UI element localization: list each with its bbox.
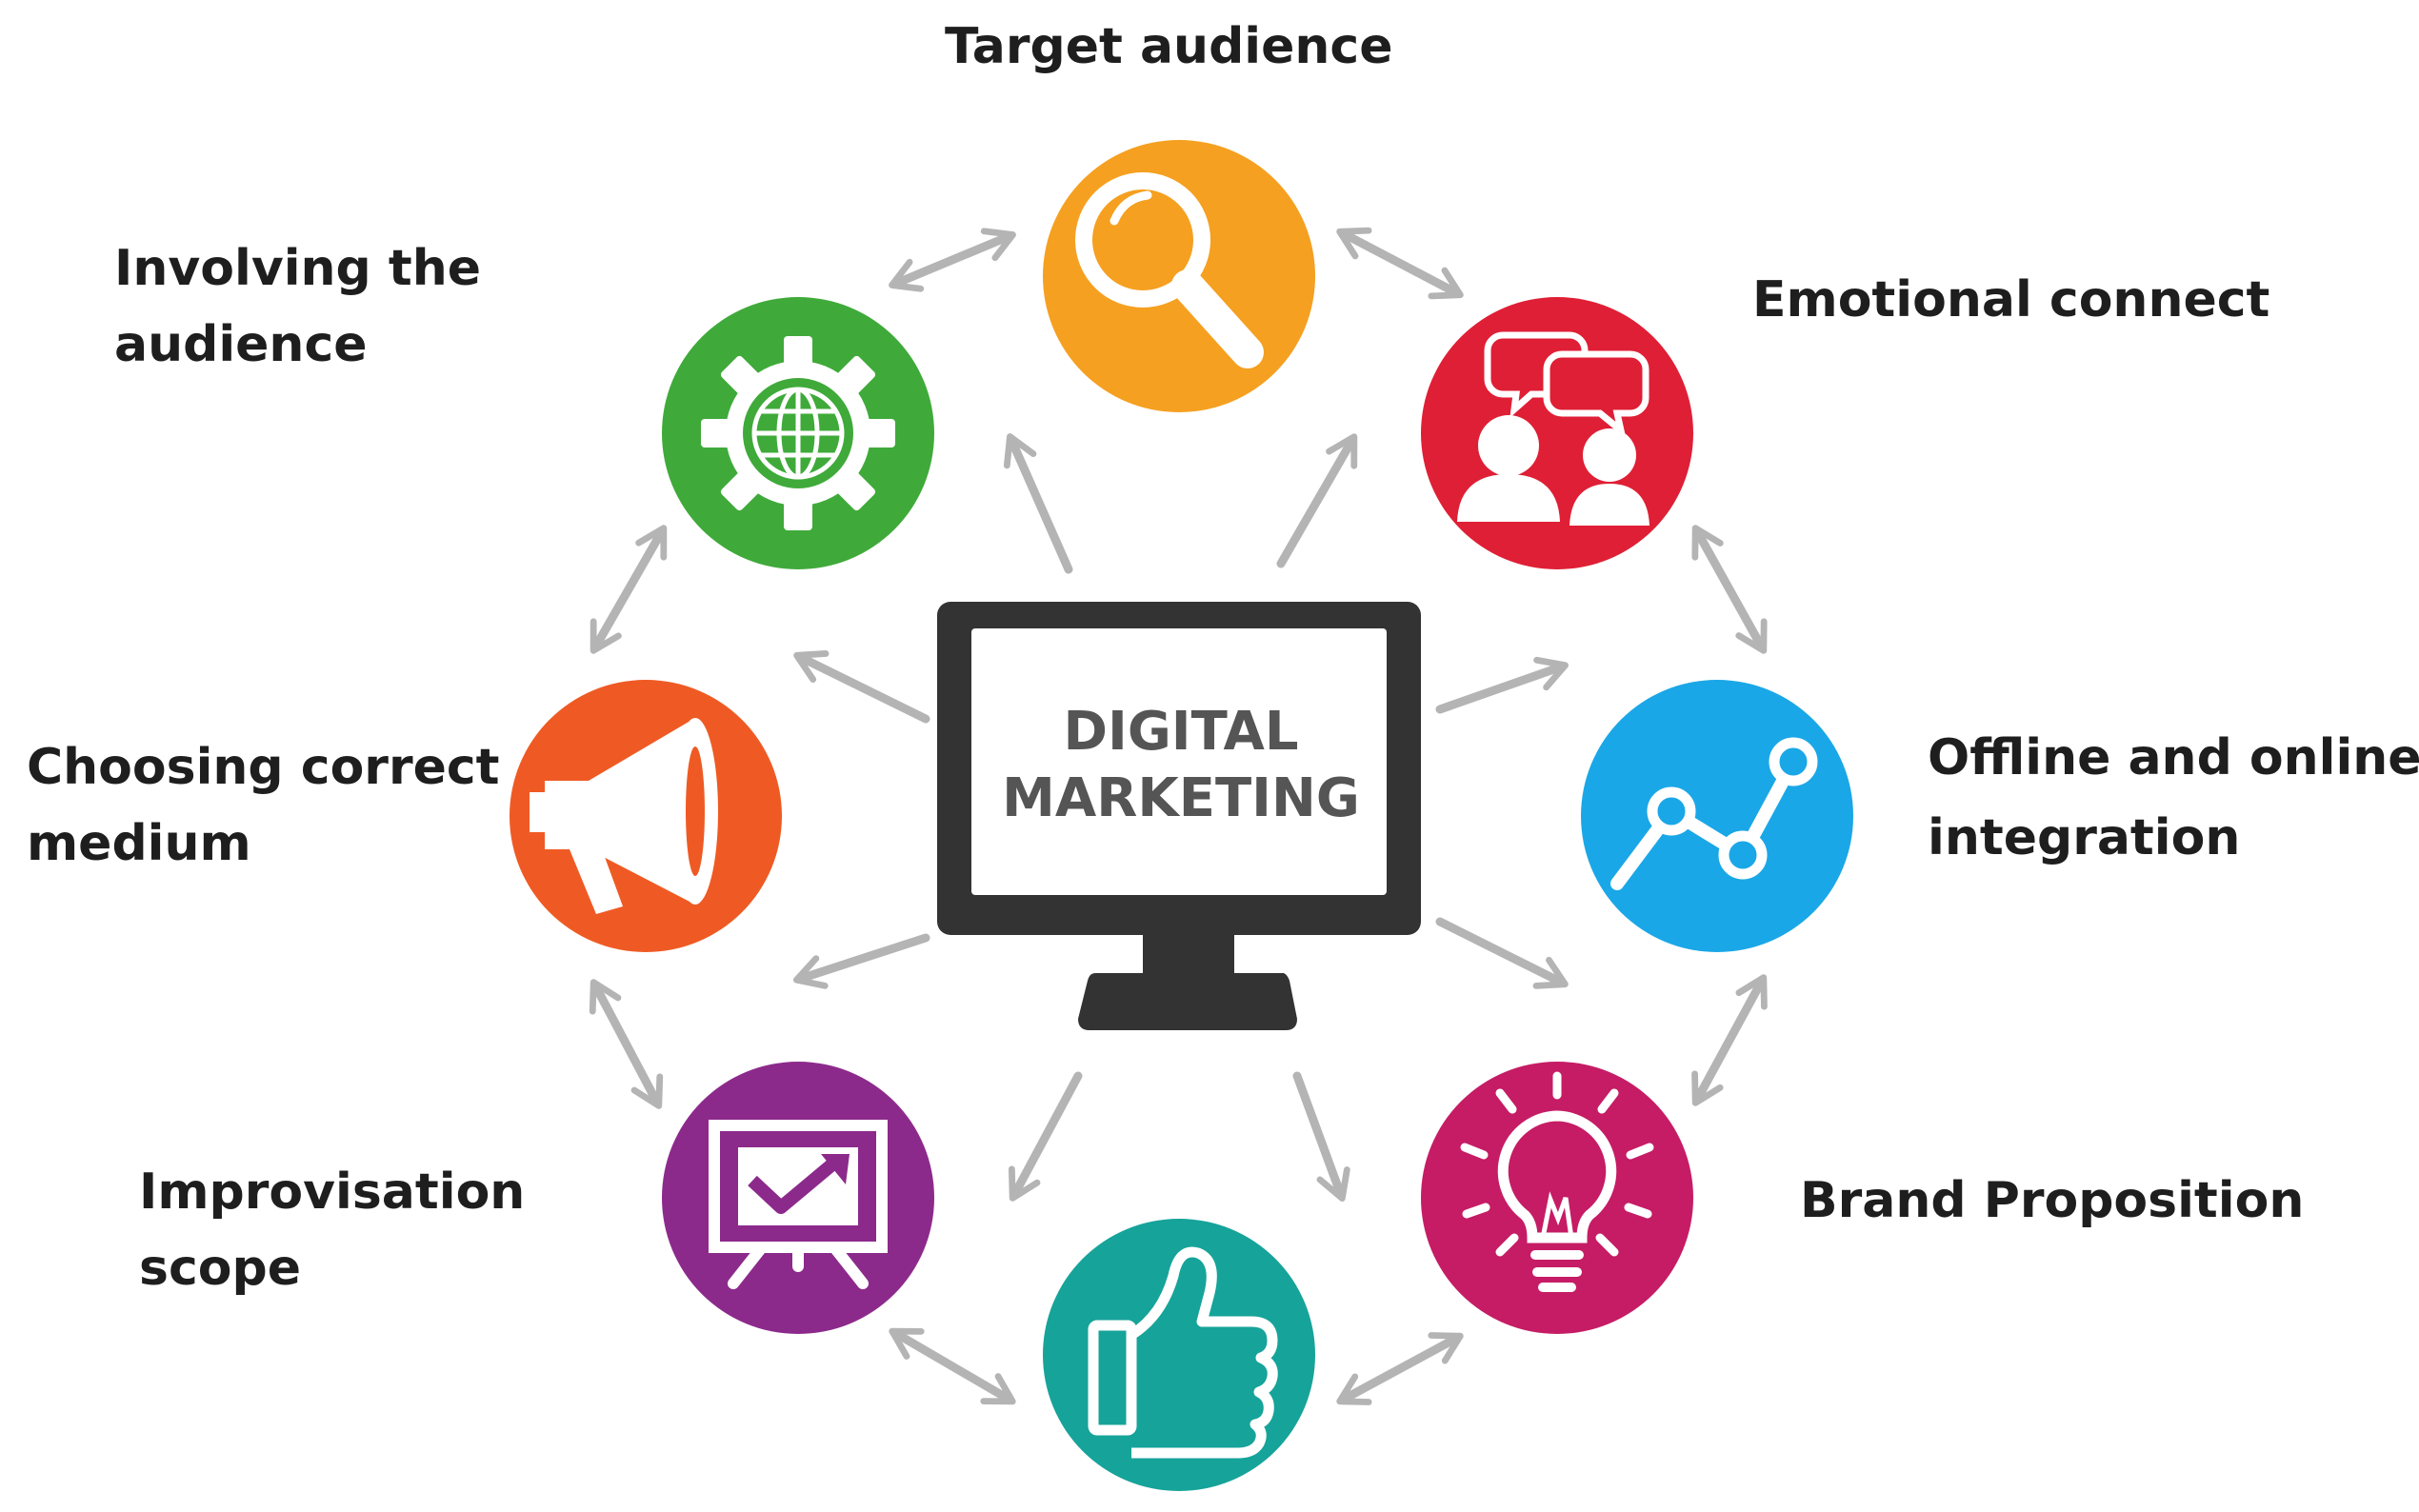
magnifier-icon — [1075, 172, 1264, 368]
node-circle-brand-proposition — [1421, 1062, 1693, 1334]
node-engagement — [1043, 1219, 1315, 1491]
node-choosing-medium — [510, 680, 782, 952]
label-target-audience: Target audience — [945, 18, 1393, 75]
node-emotional-connect — [1421, 297, 1693, 569]
label-choosing-medium: Choosing correct medium — [27, 739, 500, 872]
label-brand-proposition: Brand Proposition — [1800, 1172, 2305, 1229]
ring-arrow-6 — [889, 1327, 1016, 1405]
ring-arrow-4 — [1691, 974, 1768, 1106]
ring-arrow-7 — [589, 979, 664, 1109]
screen-line-1: DIGITAL — [1064, 701, 1299, 763]
people-chat-icon — [1457, 331, 1649, 526]
computer-monitor: DIGITAL MARKETING — [937, 602, 1421, 1030]
label-offline-online: Offline and online integration — [1928, 729, 2419, 866]
monitor-screen — [971, 628, 1387, 895]
radial-arrow-8 — [793, 650, 930, 724]
ring-arrow-3 — [1691, 525, 1768, 654]
presentation-board-icon — [709, 1120, 888, 1289]
gear-globe-icon — [701, 336, 895, 530]
radial-arrow-3 — [1435, 656, 1569, 714]
radial-arrow-7 — [793, 933, 930, 989]
node-offline-online — [1581, 680, 1853, 952]
radial-arrow-2 — [1276, 433, 1358, 568]
monitor-neck — [1143, 935, 1234, 973]
label-improvisation-scope: Improvisation scope — [139, 1164, 526, 1297]
monitor-stand — [1078, 973, 1297, 1030]
line-graph-icon — [1610, 737, 1818, 890]
node-circle-engagement — [1043, 1219, 1315, 1491]
thumbs-up-icon — [1088, 1246, 1278, 1459]
ring-arrow-5 — [1336, 1332, 1464, 1405]
node-target-audience — [1043, 140, 1315, 412]
node-brand-proposition — [1421, 1062, 1693, 1334]
radial-arrow-4 — [1435, 917, 1569, 989]
node-involving-audience — [662, 297, 934, 569]
lightbulb-icon — [1460, 1071, 1654, 1292]
radial-arrow-6 — [1008, 1071, 1083, 1202]
ring-arrow-8 — [590, 525, 668, 654]
ring-arrow-1 — [889, 228, 1016, 292]
screen-line-2: MARKETING — [1002, 767, 1360, 829]
label-involving-audience: Involving the audience — [114, 240, 482, 373]
label-emotional-connect: Emotional connect — [1752, 271, 2270, 328]
node-circle-offline-online — [1581, 680, 1853, 952]
radial-arrow-5 — [1292, 1071, 1350, 1202]
ring-arrow-2 — [1336, 227, 1464, 300]
megaphone-icon — [530, 718, 718, 914]
radial-arrow-1 — [1003, 433, 1073, 574]
node-improvisation-scope — [662, 1062, 934, 1334]
